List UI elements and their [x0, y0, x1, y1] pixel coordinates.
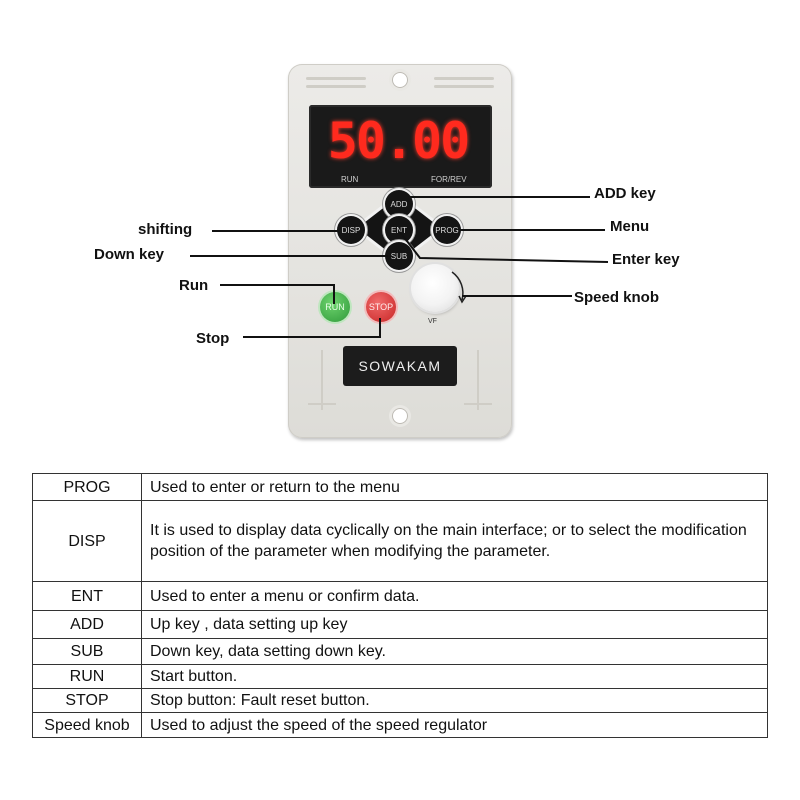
table-row: STOP Stop button: Fault reset button. [32, 688, 768, 713]
key-description-table: PROG Used to enter or return to the menu… [32, 473, 768, 738]
screen-label-run: RUN [341, 175, 359, 184]
callout-enter-key: Enter key [612, 251, 680, 268]
vent-slot [434, 77, 494, 80]
brand-plate: SOWAKAM [343, 346, 457, 386]
vent-slot [306, 77, 366, 80]
callout-down-key: Down key [94, 246, 165, 263]
screen-label-for-rev: FOR/REV [431, 175, 467, 184]
led-display: 50.00 RUN FOR/REV [309, 105, 492, 188]
table-desc-cell: Down key, data setting down key. [141, 638, 768, 665]
vent-slot [434, 85, 494, 88]
mounting-hole-bottom [392, 408, 408, 424]
table-key-cell: RUN [32, 664, 142, 689]
table-row: RUN Start button. [32, 664, 768, 689]
table-desc-cell: Start button. [141, 664, 768, 689]
table-key-cell: Speed knob [32, 712, 142, 738]
table-desc-cell: Used to enter a menu or confirm data. [141, 581, 768, 611]
table-row: SUB Down key, data setting down key. [32, 638, 768, 665]
table-row: ADD Up key , data setting up key [32, 610, 768, 639]
ent-key-button[interactable]: ENT [385, 216, 413, 244]
speed-knob[interactable] [411, 264, 459, 312]
vent-slot [306, 85, 366, 88]
table-row: DISP It is used to display data cyclical… [32, 500, 768, 582]
table-row: PROG Used to enter or return to the menu [32, 473, 768, 501]
callout-shifting: shifting [138, 221, 193, 238]
disp-key-button[interactable]: DISP [337, 216, 365, 244]
table-desc-cell: It is used to display data cyclically on… [141, 500, 768, 582]
callout-run: Run [179, 277, 209, 294]
display-value: 50.00 [327, 112, 471, 170]
prog-key-button[interactable]: PROG [433, 216, 461, 244]
table-key-cell: ADD [32, 610, 142, 639]
callout-speed-knob: Speed knob [574, 289, 660, 306]
table-desc-cell: Used to adjust the speed of the speed re… [141, 712, 768, 738]
mounting-hole-top [392, 72, 408, 88]
table-desc-cell: Used to enter or return to the menu [141, 473, 768, 501]
table-row: Speed knob Used to adjust the speed of t… [32, 712, 768, 738]
table-desc-cell: Stop button: Fault reset button. [141, 688, 768, 713]
table-desc-cell: Up key , data setting up key [141, 610, 768, 639]
stop-button[interactable]: STOP [366, 292, 396, 322]
table-key-cell: STOP [32, 688, 142, 713]
callout-add-key: ADD key [594, 185, 656, 202]
sub-key-button[interactable]: SUB [385, 242, 413, 270]
callout-stop: Stop [196, 330, 230, 347]
callout-menu: Menu [610, 218, 650, 235]
table-key-cell: ENT [32, 581, 142, 611]
table-key-cell: SUB [32, 638, 142, 665]
table-row: ENT Used to enter a menu or confirm data… [32, 581, 768, 611]
knob-label: VF [428, 318, 437, 325]
add-key-button[interactable]: ADD [385, 190, 413, 218]
table-key-cell: PROG [32, 473, 142, 501]
table-key-cell: DISP [32, 500, 142, 582]
